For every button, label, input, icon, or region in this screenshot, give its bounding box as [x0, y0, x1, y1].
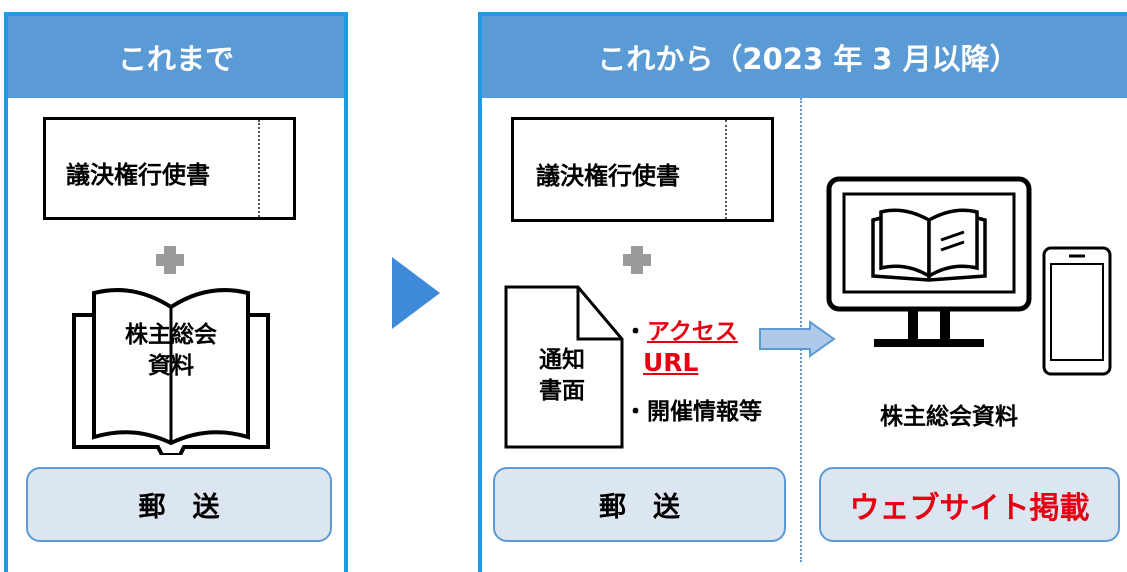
website-posting-button: ウェブサイト掲載 — [819, 467, 1120, 542]
document-icon — [504, 285, 624, 449]
after-panel-title: これから（2023 年 3 月以降） — [482, 16, 1127, 98]
smartphone-icon — [1042, 246, 1112, 376]
before-ballot-label: 議決権行使書 — [66, 161, 210, 189]
arrow-right-icon — [759, 320, 836, 358]
bullet-access-url: ・アクセス — [624, 319, 738, 345]
after-ballot-label: 議決権行使書 — [536, 162, 680, 190]
bullet-access-url-line2: URL — [643, 348, 699, 377]
after-mail-button: 郵 送 — [493, 467, 786, 542]
plus-icon — [623, 246, 651, 274]
open-book-icon — [871, 208, 987, 282]
before-panel-title: これまで — [8, 16, 344, 98]
bullet-event-info: ・開催情報等 — [624, 399, 762, 425]
book-icon — [72, 288, 270, 455]
before-ballot-card: 議決権行使書 — [43, 117, 296, 220]
ballot-perforation — [258, 120, 260, 217]
plus-icon — [156, 246, 184, 274]
notice-document-label: 通知 書面 — [539, 347, 585, 404]
after-ballot-card: 議決権行使書 — [511, 117, 774, 222]
ballot-perforation — [725, 120, 727, 219]
monitor-icon — [826, 176, 1032, 347]
before-materials-label: 株主総会 資料 — [125, 322, 217, 379]
before-mail-button: 郵 送 — [26, 467, 332, 542]
arrow-right-icon — [392, 257, 440, 329]
website-materials-label: 株主総会資料 — [880, 404, 1018, 430]
